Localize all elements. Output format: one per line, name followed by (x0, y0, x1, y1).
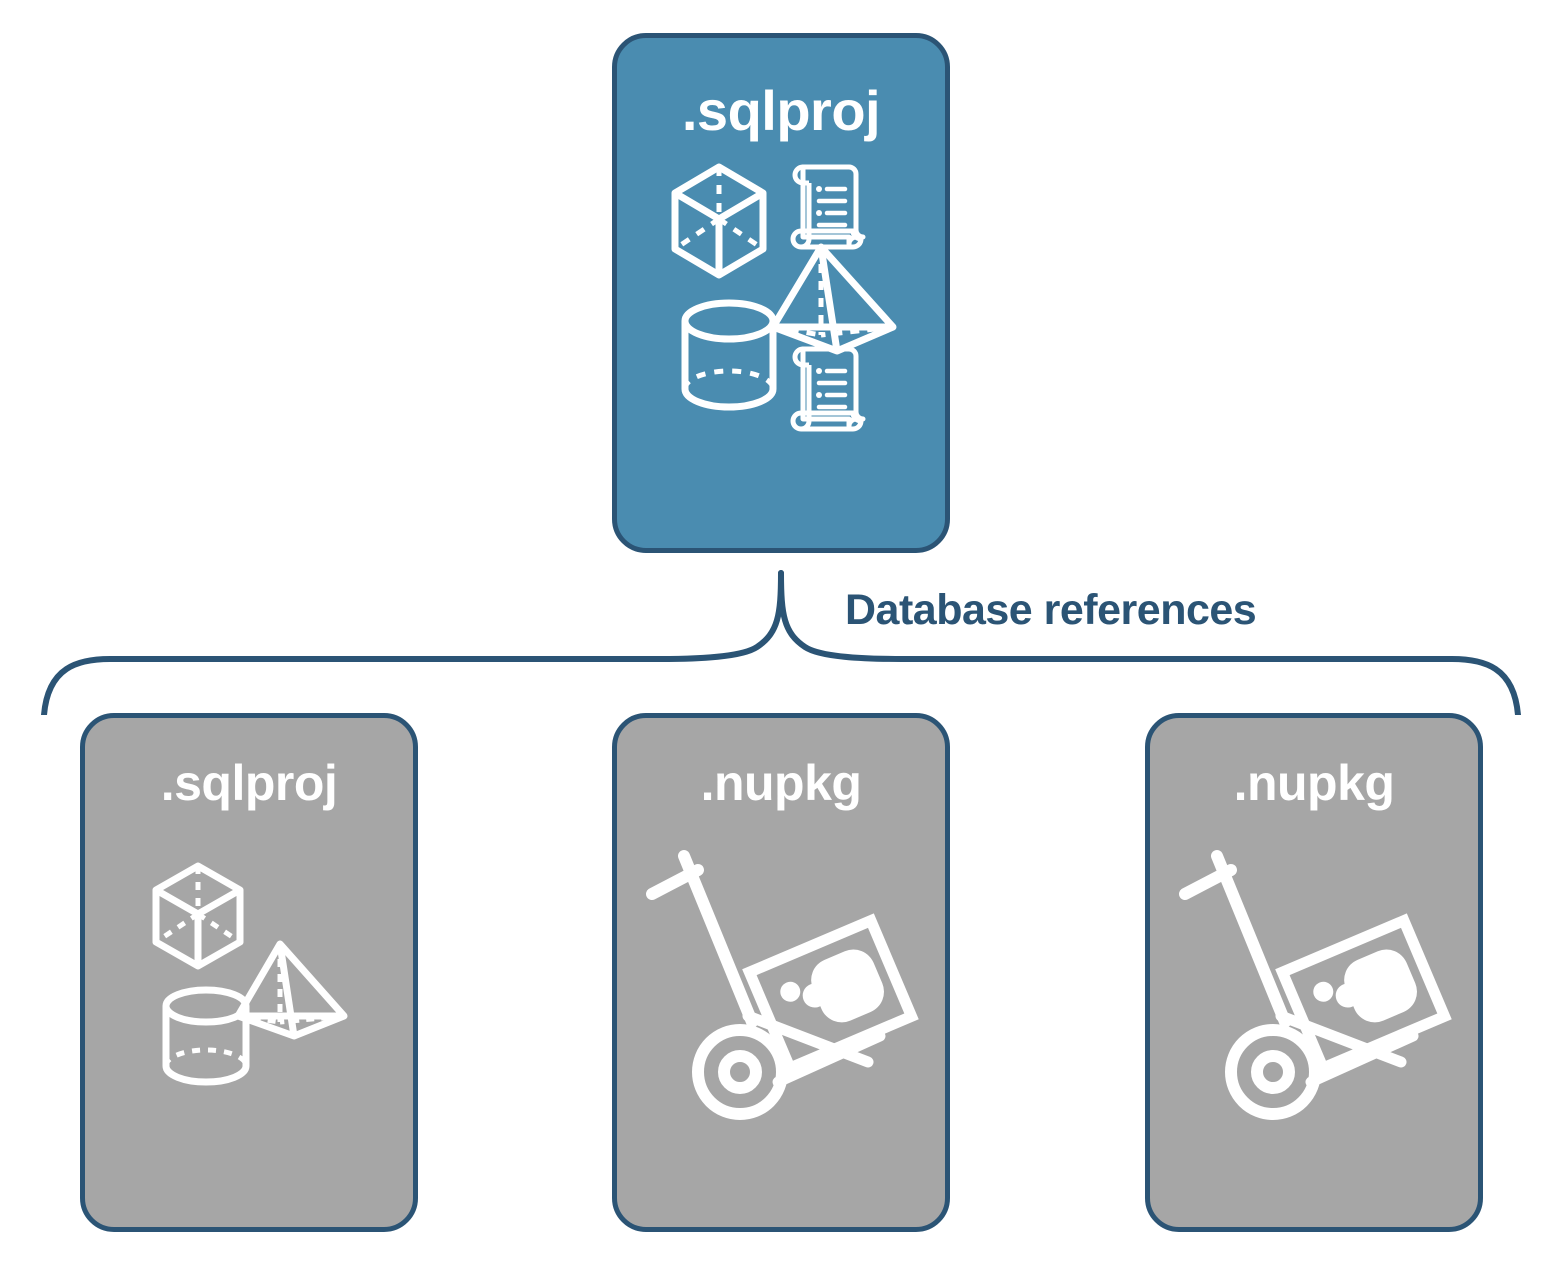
node-reference-3-icon-group (1150, 828, 1478, 1227)
node-reference-nupkg-1[interactable]: .nupkg (612, 713, 950, 1232)
nuget-dot-icon (1313, 981, 1334, 1002)
node-reference-3-title: .nupkg (1233, 755, 1395, 811)
cube-hidden-edges-icon (673, 167, 765, 252)
nuget-small-circle-icon (1335, 983, 1360, 1008)
brace-label-database-references: Database references (845, 586, 1257, 634)
nuget-small-circle-icon (802, 983, 827, 1008)
cylinder-icon (162, 986, 250, 1086)
cylinder-hidden-edge-icon (163, 1047, 249, 1067)
pyramid-icon (769, 243, 897, 355)
hand-truck-frame-icon (678, 850, 758, 1028)
node-reference-2-icon-group (617, 828, 945, 1227)
script-scroll-icon (790, 346, 866, 432)
hand-truck-toe-plate-icon (772, 1030, 886, 1088)
hand-truck-package-icon (1179, 850, 1452, 1120)
nuget-rounded-square-icon (811, 949, 884, 1023)
hand-truck-frame-icon (1211, 850, 1291, 1028)
node-root-icon-group (617, 157, 945, 447)
pyramid-icon (234, 940, 348, 1040)
cube-hidden-edges-icon (154, 866, 242, 945)
node-root-title: .sqlproj (681, 79, 881, 142)
node-reference-1-icon-group (85, 828, 413, 1227)
node-reference-sqlproj[interactable]: .sqlproj (80, 713, 418, 1232)
node-root-sqlproj[interactable]: .sqlproj (612, 33, 950, 553)
hand-truck-toe-plate-icon (1305, 1030, 1419, 1088)
nuget-rounded-square-icon (1344, 949, 1417, 1023)
node-reference-2-title: .nupkg (700, 755, 862, 811)
db-objects-icon-group (671, 163, 897, 432)
database-references-brace (41, 570, 1521, 715)
nuget-dot-icon (780, 981, 801, 1002)
hand-truck-package-icon (646, 850, 919, 1120)
pyramid-hidden-edges-icon (772, 247, 894, 338)
cylinder-icon (681, 299, 777, 411)
cylinder-hidden-edge-icon (682, 368, 776, 390)
script-scroll-icon (790, 164, 866, 250)
hand-truck-wheel-icon (692, 1024, 788, 1120)
package-box-icon (742, 913, 919, 1076)
node-reference-1-title: .sqlproj (160, 755, 338, 811)
hand-truck-wheel-icon (1225, 1024, 1321, 1120)
node-reference-nupkg-2[interactable]: .nupkg (1145, 713, 1483, 1232)
brace-left-half (41, 570, 784, 715)
package-box-icon (1275, 913, 1452, 1076)
db-objects-icon-group (152, 862, 348, 1086)
